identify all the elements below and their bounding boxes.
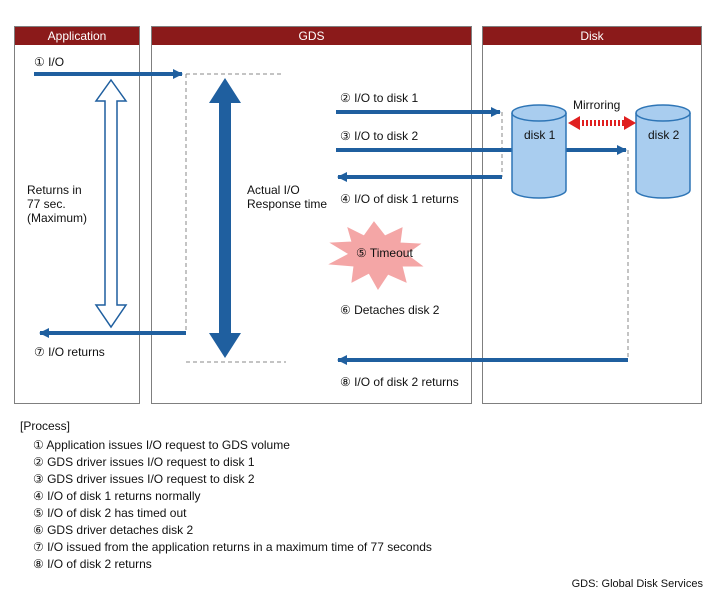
disk2-cylinder [635,104,691,199]
response-line1: Actual I/O [247,183,300,197]
step2-label: ② I/O to disk 1 [340,91,419,105]
process-item: ⑥ GDS driver detaches disk 2 [33,523,194,537]
process-item: ④ I/O of disk 1 returns normally [33,489,201,503]
step5-label: ⑤ Timeout [356,246,413,260]
step6-label: ⑥ Detaches disk 2 [340,303,440,317]
returns-hollow-arrow [94,78,128,329]
disk-lane-header: Disk [483,27,701,45]
gds-lane-header: GDS [152,27,471,45]
disk-lane: Disk [482,26,702,404]
process-item: ⑧ I/O of disk 2 returns [33,557,152,571]
application-lane-header: Application [15,27,139,45]
returns-line2: 77 sec. [27,197,66,211]
step8-label: ⑧ I/O of disk 2 returns [340,375,459,389]
returns-line3: (Maximum) [27,211,87,225]
timeout-burst [328,221,424,290]
application-lane: Application [14,26,140,404]
step7-label: ⑦ I/O returns [34,345,105,359]
process-item: ⑤ I/O of disk 2 has timed out [33,506,187,520]
mirroring-arrow [568,116,636,130]
dashed-guides [185,73,629,363]
mirroring-label: Mirroring [573,98,621,112]
process-item: ① Application issues I/O request to GDS … [33,438,290,452]
process-item: ② GDS driver issues I/O request to disk … [33,455,255,469]
step3-label: ③ I/O to disk 2 [340,129,419,143]
gds-lane: GDS [151,26,472,404]
response-line2: Response time [247,197,328,211]
disk1-label: disk 1 [524,128,556,142]
process-item: ⑦ I/O issued from the application return… [33,540,432,554]
process-title: [Process] [20,419,71,433]
returns-line1: Returns in [27,183,82,197]
process-item: ③ GDS driver issues I/O request to disk … [33,472,255,486]
response-time-arrow [209,78,241,358]
step4-label: ④ I/O of disk 1 returns [340,192,459,206]
disk2-label: disk 2 [648,128,680,142]
footnote: GDS: Global Disk Services [571,578,703,590]
disk1-cylinder [511,104,567,199]
step1-label: ① I/O [34,55,65,69]
